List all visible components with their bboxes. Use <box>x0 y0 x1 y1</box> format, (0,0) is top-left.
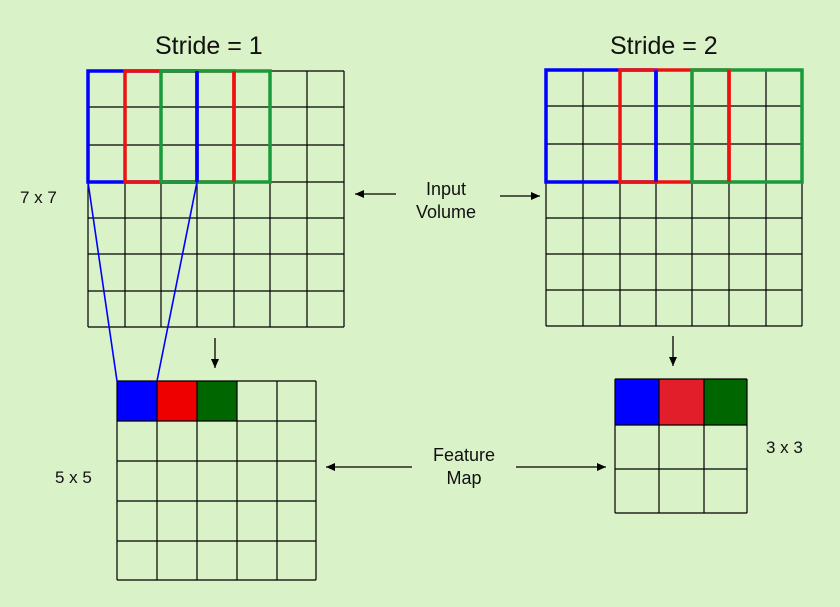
feature-map-line-2: Map <box>446 468 482 488</box>
projection-line-left <box>87 181 118 382</box>
arrow-down-left-head <box>211 359 219 368</box>
stride-2-title: Stride = 2 <box>610 32 718 60</box>
arrow-to-right-feature <box>516 463 606 471</box>
right-feature-grid-cell-fill-blue <box>615 379 659 425</box>
right-feature-grid <box>614 378 748 514</box>
feature-5x5-size-label: 5 x 5 <box>55 468 92 487</box>
right-filter-window-red <box>618 68 731 184</box>
stride-1-title: Stride = 1 <box>155 32 263 60</box>
arrow-down-right-head <box>669 357 677 366</box>
arrow-to-left-input-head <box>355 190 364 198</box>
arrow-down-right <box>669 336 677 366</box>
right-filter-window-green <box>690 68 804 184</box>
input-size-label: 7 x 7 <box>20 188 57 207</box>
arrow-to-right-input-head <box>531 192 540 200</box>
left-filter-window-red <box>123 69 236 184</box>
filter-overlay-layer <box>86 68 804 382</box>
input-volume-callout: Input Volume <box>404 178 488 224</box>
arrow-to-left-feature-head <box>326 463 335 471</box>
left-feature-grid-cell-fill-red <box>157 381 197 421</box>
input-volume-line-1: Input <box>425 179 467 199</box>
left-filter-window-blue <box>86 69 199 184</box>
arrow-to-left-feature <box>326 463 412 471</box>
right-feature-grid-cell-fill-green <box>704 379 747 425</box>
right-input-grid <box>545 69 803 327</box>
projection-line-right <box>156 181 198 382</box>
arrow-down-left <box>211 338 219 368</box>
arrow-to-left-input <box>355 190 396 198</box>
arrow-to-right-feature-head <box>597 463 606 471</box>
left-feature-grid-cell-fill-blue <box>117 381 157 421</box>
left-filter-window-green <box>159 69 272 184</box>
input-volume-line-2: Volume <box>415 202 477 222</box>
arrow-to-right-input <box>500 192 540 200</box>
grid-layer <box>87 69 803 581</box>
feature-3x3-size-label: 3 x 3 <box>766 438 803 457</box>
left-feature-grid-cell-fill-green <box>197 381 237 421</box>
feature-map-callout: Feature Map <box>418 444 510 490</box>
feature-map-line-1: Feature <box>432 445 496 465</box>
right-filter-window-blue <box>544 68 658 184</box>
left-feature-grid <box>116 380 317 581</box>
arrow-layer <box>211 190 677 471</box>
right-feature-grid-cell-fill-red <box>659 379 704 425</box>
